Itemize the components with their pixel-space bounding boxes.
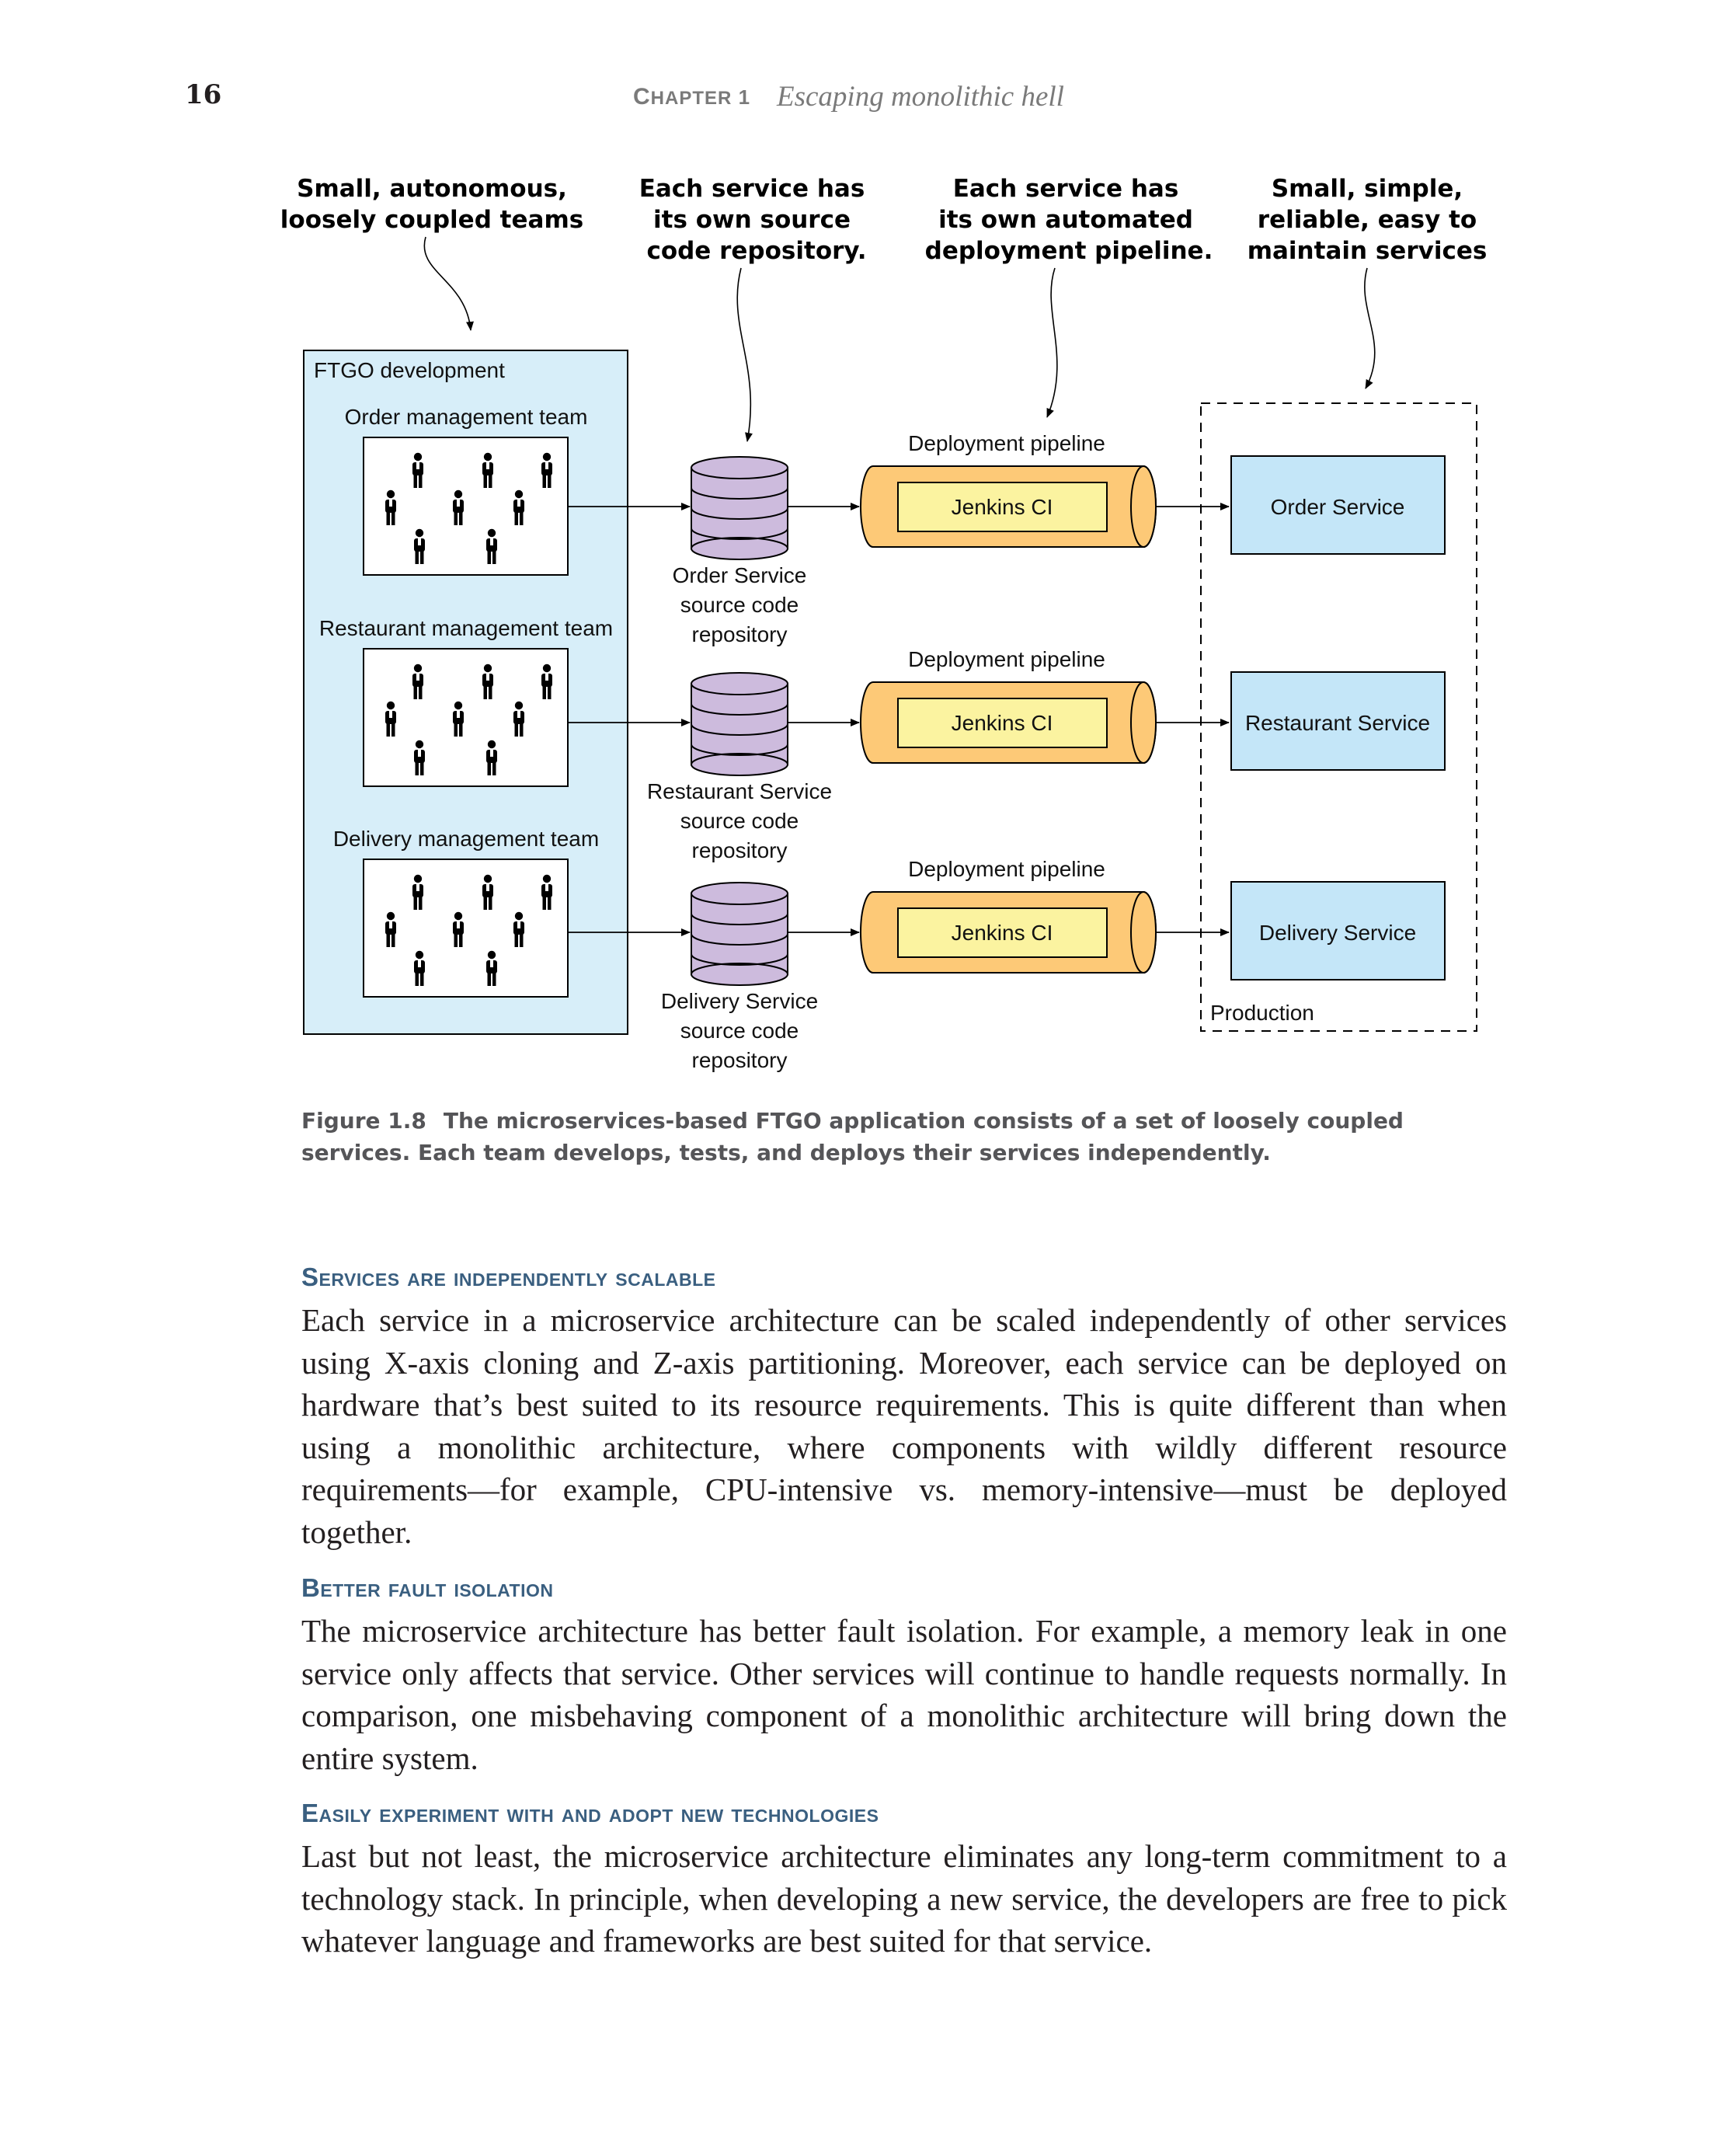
repo-label-restaurant: Restaurant Service source code repositor…	[647, 779, 832, 862]
chapter-title: Escaping monolithic hell	[777, 81, 1064, 113]
repo-db-restaurant	[691, 672, 788, 776]
service-delivery: Delivery Service	[1230, 881, 1446, 980]
service-label: Delivery Service	[1259, 921, 1416, 945]
callout-arrow-teams	[423, 236, 474, 331]
svg-text:repository: repository	[692, 838, 788, 862]
section-body-new-technologies: Last but not least, the microservice arc…	[301, 1838, 1507, 1959]
section-heading-fault-isolation: Better fault isolation	[301, 1573, 554, 1602]
repo-label-order: Order Service source code repository	[673, 563, 807, 646]
svg-text:Order Service: Order Service	[673, 563, 807, 587]
ci-label: Jenkins CI	[952, 495, 1053, 519]
page-number: 16	[185, 79, 222, 110]
callout-teams-line1: Small, autonomous,	[297, 175, 567, 203]
figure-label: Figure 1.8	[301, 1108, 426, 1134]
service-restaurant: Restaurant Service	[1230, 671, 1446, 771]
callout-pipeline-line2: its own automated	[938, 206, 1193, 234]
svg-text:Restaurant Service: Restaurant Service	[647, 779, 832, 803]
pipeline-delivery: Deployment pipeline Jenkins CI	[860, 857, 1157, 974]
callout-repo-line1: Each service has	[639, 175, 865, 203]
pipeline-label: Deployment pipeline	[908, 431, 1105, 455]
svg-text:repository: repository	[692, 1048, 788, 1072]
repo-db-delivery	[691, 882, 788, 986]
team-delivery: Delivery management team	[333, 827, 599, 998]
section-body-scalable: Each service in a microservice architect…	[301, 1302, 1507, 1550]
chapter-label: CHAPTER 1	[633, 84, 751, 110]
callout-arrow-repo	[736, 267, 753, 442]
team-restaurant: Restaurant management team	[319, 616, 613, 787]
callout-services-line1: Small, simple,	[1272, 175, 1463, 203]
svg-text:source code: source code	[680, 1019, 799, 1043]
callout-arrow-services	[1364, 267, 1376, 389]
ftgo-development-label: FTGO development	[314, 358, 505, 382]
pipeline-label: Deployment pipeline	[908, 857, 1105, 881]
repo-db-order	[691, 456, 788, 560]
pipeline-label: Deployment pipeline	[908, 647, 1105, 671]
production-box	[1200, 402, 1477, 1032]
svg-text:source code: source code	[680, 809, 799, 833]
section-body-fault-isolation: The microservice architecture has better…	[301, 1613, 1507, 1776]
production-label: Production	[1210, 1001, 1314, 1025]
svg-text:source code: source code	[680, 593, 799, 617]
callout-arrow-pipeline	[1046, 267, 1058, 418]
callout-pipelines: Each service has its own automated deplo…	[925, 175, 1213, 265]
team-order: Order management team	[345, 405, 588, 576]
ci-label: Jenkins CI	[952, 711, 1053, 735]
callout-services-line3: maintain services	[1247, 237, 1488, 265]
team-label: Order management team	[345, 405, 588, 429]
callout-services: Small, simple, reliable, easy to maintai…	[1247, 175, 1488, 265]
pipeline-order: Deployment pipeline Jenkins CI	[860, 431, 1157, 548]
svg-text:repository: repository	[692, 622, 788, 646]
callout-pipeline-line3: deployment pipeline.	[925, 237, 1213, 265]
team-label: Delivery management team	[333, 827, 599, 851]
service-label: Restaurant Service	[1245, 711, 1430, 735]
ftgo-architecture-diagram: Small, autonomous, loosely coupled teams…	[280, 175, 1488, 1072]
callout-teams: Small, autonomous, loosely coupled teams	[280, 175, 583, 234]
callout-pipeline-line1: Each service has	[953, 175, 1179, 203]
callout-teams-line2: loosely coupled teams	[280, 206, 583, 234]
callout-repositories: Each service has its own source code rep…	[639, 175, 867, 265]
ci-label: Jenkins CI	[952, 921, 1053, 945]
figure-caption-text: The microservices-based FTGO application…	[301, 1108, 1404, 1165]
service-order: Order Service	[1230, 455, 1446, 555]
pipeline-restaurant: Deployment pipeline Jenkins CI	[860, 647, 1157, 764]
callout-repo-line2: its own source	[653, 206, 851, 234]
callout-services-line2: reliable, easy to	[1258, 206, 1477, 234]
service-label: Order Service	[1271, 495, 1405, 519]
callout-repo-line3: code repository.	[646, 237, 866, 265]
svg-text:Delivery Service: Delivery Service	[661, 989, 818, 1013]
section-heading-scalable: Services are independently scalable	[301, 1263, 716, 1291]
section-heading-new-technologies: Easily experiment with and adopt new tec…	[301, 1799, 879, 1827]
team-label: Restaurant management team	[319, 616, 613, 640]
repo-label-delivery: Delivery Service source code repository	[661, 989, 818, 1072]
